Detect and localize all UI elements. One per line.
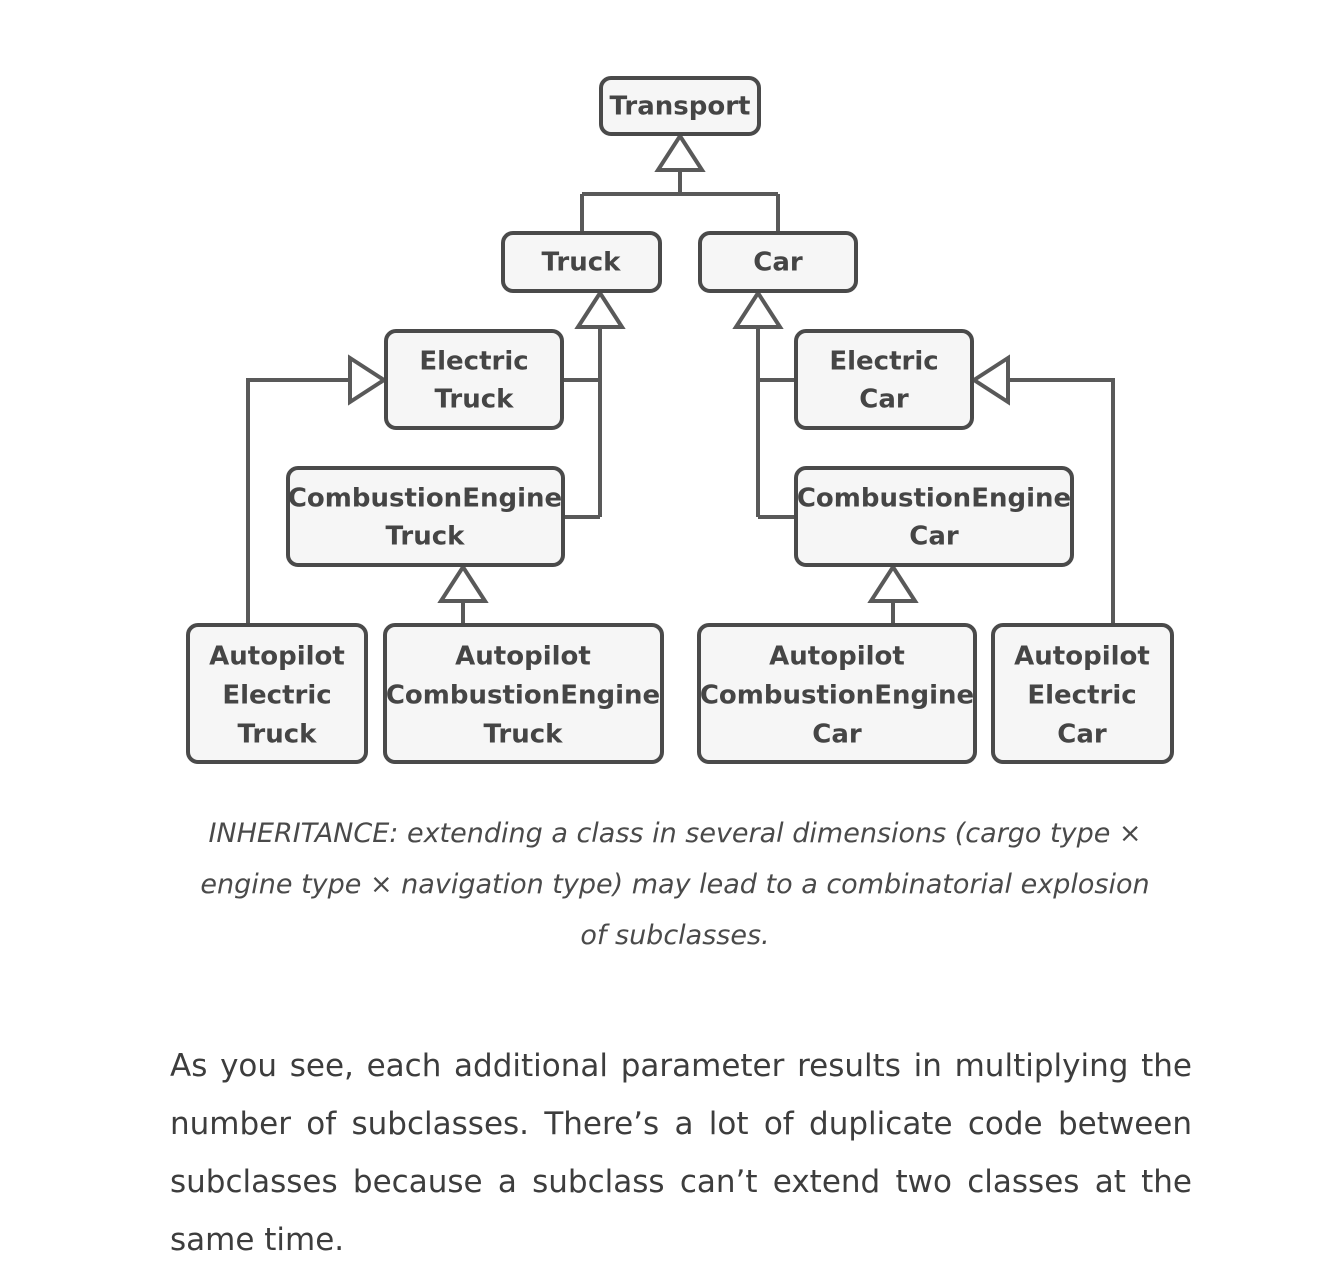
node-box-combustionengine-car[interactable] bbox=[794, 466, 1074, 567]
node-box-truck[interactable] bbox=[501, 231, 662, 293]
generalization-arrow-combustion-car bbox=[867, 563, 919, 603]
node-combustionengine-car[interactable]: CombustionEngine Car bbox=[794, 466, 1074, 567]
node-label-electric-truck-line2: Truck bbox=[435, 385, 515, 415]
node-label-autopilot-electric-truck-line1: Autopilot bbox=[209, 642, 345, 672]
arrowhead-layer bbox=[348, 132, 1010, 603]
connector-layer bbox=[246, 168, 1115, 625]
figure-caption: INHERITANCE: extending a class in severa… bbox=[200, 818, 1150, 951]
node-box-electric-truck[interactable] bbox=[384, 329, 564, 430]
node-label-autopilot-electric-car-line3: Car bbox=[1057, 720, 1107, 750]
node-autopilot-combustionengine-car[interactable]: Autopilot CombustionEngine Car bbox=[697, 623, 977, 764]
node-label-autopilot-combustionengine-car-line2: CombustionEngine bbox=[700, 681, 974, 711]
node-transport[interactable]: Transport bbox=[599, 76, 761, 136]
node-label-truck: Truck bbox=[542, 248, 622, 278]
node-autopilot-electric-truck[interactable]: Autopilot Electric Truck bbox=[186, 623, 368, 764]
node-box-combustionengine-truck[interactable] bbox=[286, 466, 565, 567]
generalization-arrow-electric-truck bbox=[348, 354, 388, 406]
node-box-autopilot-electric-truck[interactable] bbox=[186, 623, 368, 764]
node-label-autopilot-combustionengine-truck-line2: CombustionEngine bbox=[386, 681, 660, 711]
generalization-arrow-electric-car bbox=[970, 354, 1010, 406]
node-combustionengine-truck[interactable]: CombustionEngine Truck bbox=[286, 466, 565, 567]
node-box-transport[interactable] bbox=[599, 76, 761, 136]
node-car[interactable]: Car bbox=[698, 231, 858, 293]
node-electric-truck[interactable]: Electric Truck bbox=[384, 329, 564, 430]
node-label-combustionengine-truck-line1: CombustionEngine bbox=[288, 484, 562, 514]
inheritance-diagram: Transport Truck Car Electric Truck Elect… bbox=[186, 76, 1174, 764]
node-label-autopilot-combustionengine-car-line3: Car bbox=[812, 720, 862, 750]
body-paragraph: As you see, each additional parameter re… bbox=[170, 1048, 1192, 1258]
node-label-autopilot-combustionengine-car-line1: Autopilot bbox=[769, 642, 905, 672]
node-label-autopilot-electric-truck-line2: Electric bbox=[222, 681, 331, 711]
generalization-arrow-transport bbox=[654, 132, 706, 172]
page-root: Transport Truck Car Electric Truck Elect… bbox=[170, 76, 1192, 1258]
node-label-autopilot-combustionengine-truck-line3: Truck bbox=[484, 720, 564, 750]
node-label-transport: Transport bbox=[610, 92, 751, 122]
node-label-combustionengine-car-line2: Car bbox=[909, 522, 959, 552]
generalization-arrow-combustion-truck bbox=[437, 563, 489, 603]
node-label-autopilot-combustionengine-truck-line1: Autopilot bbox=[455, 642, 591, 672]
node-autopilot-combustionengine-truck[interactable]: Autopilot CombustionEngine Truck bbox=[383, 623, 664, 764]
node-electric-car[interactable]: Electric Car bbox=[794, 329, 974, 430]
node-autopilot-electric-car[interactable]: Autopilot Electric Car bbox=[991, 623, 1174, 764]
node-label-electric-car-line2: Car bbox=[859, 385, 909, 415]
node-label-autopilot-electric-car-line2: Electric bbox=[1027, 681, 1136, 711]
generalization-arrow-truck bbox=[574, 289, 626, 329]
node-label-autopilot-electric-car-line1: Autopilot bbox=[1014, 642, 1150, 672]
edge-autopilot-electric-truck bbox=[246, 378, 351, 625]
node-label-combustionengine-truck-line2: Truck bbox=[386, 522, 466, 552]
node-label-autopilot-electric-truck-line3: Truck bbox=[238, 720, 318, 750]
generalization-arrow-car bbox=[732, 289, 784, 329]
node-box-car[interactable] bbox=[698, 231, 858, 293]
edge-autopilot-electric-car bbox=[1007, 378, 1115, 625]
node-label-electric-truck-line1: Electric bbox=[419, 347, 528, 377]
node-label-car: Car bbox=[753, 248, 803, 278]
node-box-electric-car[interactable] bbox=[794, 329, 974, 430]
node-truck[interactable]: Truck bbox=[501, 231, 662, 293]
node-label-electric-car-line1: Electric bbox=[829, 347, 938, 377]
node-box-autopilot-combustionengine-car[interactable] bbox=[697, 623, 977, 764]
node-box-autopilot-electric-car[interactable] bbox=[991, 623, 1174, 764]
node-label-combustionengine-car-line1: CombustionEngine bbox=[797, 484, 1071, 514]
node-box-autopilot-combustionengine-truck[interactable] bbox=[383, 623, 664, 764]
